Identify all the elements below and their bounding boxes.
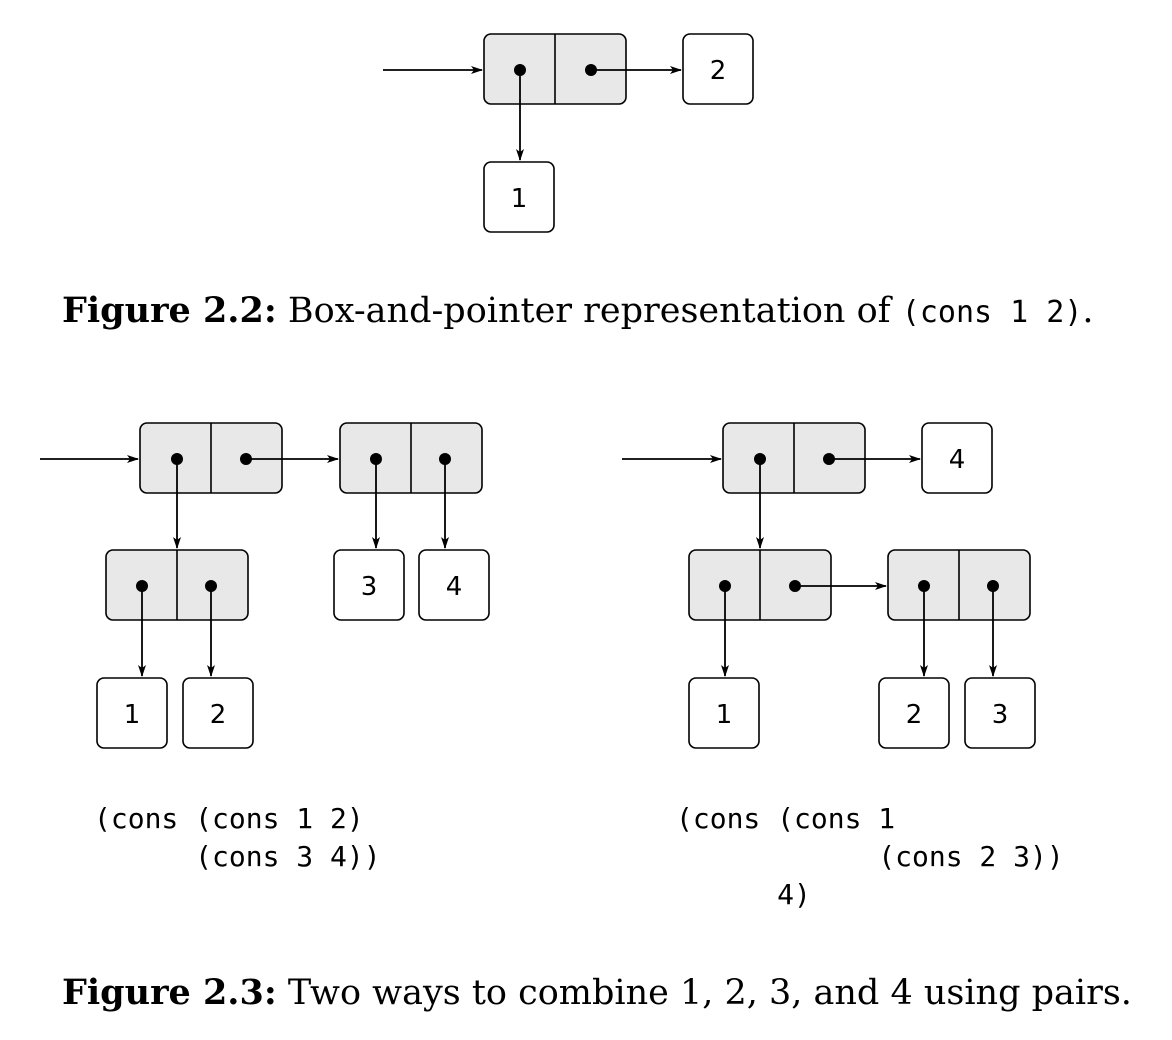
figure-2-2-caption-code: (cons 1 2) xyxy=(901,295,1083,330)
value-box: 4 xyxy=(921,422,993,494)
svg-text:4: 4 xyxy=(949,445,966,475)
svg-text:4: 4 xyxy=(446,572,463,602)
pair-cell xyxy=(483,33,627,105)
figure-2-3-caption: Figure 2.3: Two ways to combine 1, 2, 3,… xyxy=(62,972,1132,1013)
svg-text:2: 2 xyxy=(210,700,227,730)
pair-cell xyxy=(722,422,866,494)
value-box: 3 xyxy=(333,549,405,621)
value-box: 2 xyxy=(682,33,754,105)
figure-2-2-caption-text: Box-and-pointer representation of xyxy=(287,291,891,331)
figure-2-3-left-diagram: 3 4 1 2 xyxy=(40,422,490,749)
figure-2-3-left-code: (cons (cons 1 2) (cons 3 4)) xyxy=(94,800,381,876)
figure-2-2-diagram: 2 1 xyxy=(383,33,754,233)
code-line: (cons 3 4)) xyxy=(94,840,381,873)
figure-2-3-label: Figure 2.3: xyxy=(62,972,277,1013)
value-box: 1 xyxy=(483,161,555,233)
figure-2-3-caption-text: Two ways to combine 1, 2, 3, and 4 using… xyxy=(287,973,1132,1013)
value-box: 1 xyxy=(688,677,760,749)
svg-text:1: 1 xyxy=(124,700,141,730)
pair-cell xyxy=(887,549,1031,621)
svg-text:1: 1 xyxy=(716,700,733,730)
svg-text:2: 2 xyxy=(710,56,727,86)
figure-2-2-caption-period: . xyxy=(1082,291,1094,331)
code-line: (cons (cons 1 xyxy=(676,802,896,835)
code-line: (cons (cons 1 2) xyxy=(94,802,364,835)
value-box: 3 xyxy=(964,677,1036,749)
value-box: 2 xyxy=(878,677,950,749)
pair-cell xyxy=(339,422,483,494)
value-box: 2 xyxy=(182,677,254,749)
value-box: 4 xyxy=(418,549,490,621)
svg-text:3: 3 xyxy=(361,572,378,602)
svg-text:2: 2 xyxy=(906,700,923,730)
code-line: (cons 2 3)) xyxy=(676,840,1064,873)
value-box: 1 xyxy=(96,677,168,749)
figure-2-3-right-code: (cons (cons 1 (cons 2 3)) 4) xyxy=(676,800,1064,914)
svg-text:1: 1 xyxy=(511,184,528,214)
svg-text:3: 3 xyxy=(992,700,1009,730)
figure-2-3-right-diagram: 4 1 2 3 xyxy=(622,422,1036,749)
figure-2-2-label: Figure 2.2: xyxy=(62,290,277,331)
code-line: 4) xyxy=(676,878,811,911)
figure-2-2-caption: Figure 2.2: Box-and-pointer representati… xyxy=(62,290,1094,331)
pair-cell xyxy=(105,549,249,621)
pair-cell xyxy=(688,549,832,621)
pair-cell xyxy=(139,422,283,494)
